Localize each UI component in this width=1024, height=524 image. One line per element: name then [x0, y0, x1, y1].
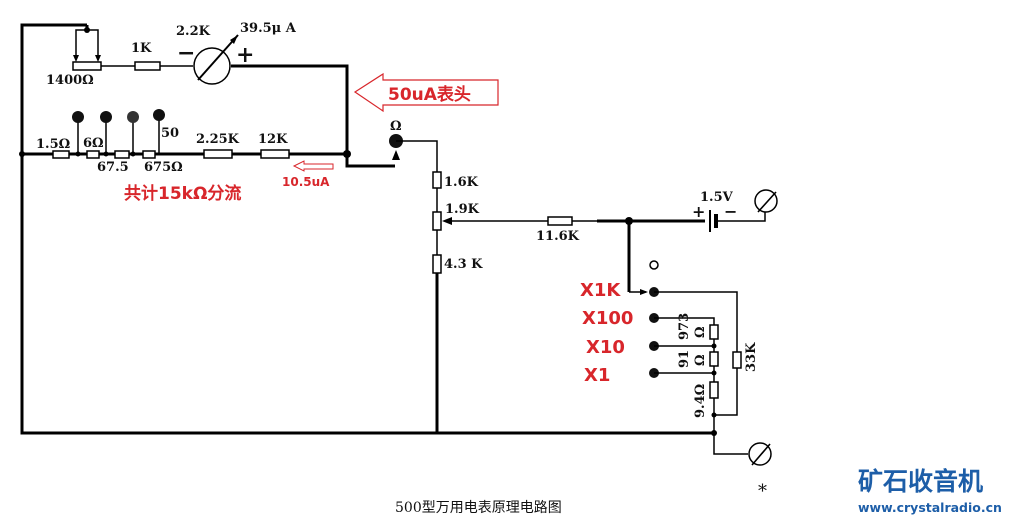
meter-icon — [193, 34, 239, 85]
label-91-omega: Ω — [693, 354, 708, 366]
label-67-5: 67.5 — [97, 160, 129, 175]
terminal-top-icon[interactable] — [754, 189, 778, 213]
watermark-url: www.crystalradio.cn — [858, 500, 1002, 515]
label-50: 50 — [161, 126, 179, 141]
label-11-6k: 11.6K — [536, 229, 580, 244]
label-2-2k: 2.2K — [176, 24, 211, 39]
label-batt-minus: − — [724, 202, 737, 221]
diagram-caption: 500型万用电表原理电路图 — [395, 500, 562, 516]
label-ohm-terminal: Ω — [390, 119, 402, 134]
wire-meter-plus — [231, 64, 395, 168]
label-meter-current: 39.5μ A — [240, 21, 297, 36]
label-1400: 1400Ω — [46, 73, 94, 88]
resistor-1k — [134, 61, 161, 71]
label-6: 6Ω — [83, 136, 104, 151]
label-meter-plus: + — [236, 42, 254, 68]
label-1-5: 1.5Ω — [36, 137, 70, 152]
range-label-x10: X10 — [586, 337, 625, 358]
meter-head-arrow — [353, 72, 499, 113]
battery-icon — [709, 210, 718, 232]
label-1-6k: 1.6K — [444, 175, 479, 190]
resistor-1-6k — [432, 171, 442, 189]
resistor-9-4 — [709, 381, 719, 399]
label-batt-plus: + — [692, 202, 705, 221]
resistor-1-9k — [432, 211, 442, 231]
resistor-91 — [709, 351, 719, 367]
current-arrow — [292, 160, 334, 172]
label-2-25k: 2.25K — [196, 132, 240, 147]
label-meter-minus: − — [177, 40, 195, 66]
resistor-11-6k — [547, 216, 573, 226]
label-4-3k: 4.3 K — [444, 257, 483, 272]
range-label-x1k: X1K — [580, 280, 621, 301]
label-battery: 1.5V — [700, 190, 734, 205]
resistor-4-3k — [432, 254, 442, 274]
label-1-9k: 1.9K — [445, 202, 480, 217]
range-label-x1: X1 — [584, 365, 610, 386]
wire-top-left — [20, 23, 437, 435]
shunt-resistors — [52, 149, 290, 159]
label-973: 973 — [677, 313, 692, 340]
resistor-33k — [732, 351, 742, 369]
annotation-meter-head: 50uA表头 — [388, 84, 471, 105]
terminal-bottom-icon[interactable] — [748, 442, 772, 466]
label-1k: 1K — [131, 41, 152, 56]
annotation-current: 10.5uA — [282, 175, 330, 189]
label-12k: 12K — [258, 132, 288, 147]
annotation-shunt-total: 共计15kΩ分流 — [124, 183, 241, 204]
label-91: 91 — [677, 350, 692, 368]
label-675: 675Ω — [144, 160, 183, 175]
resistor-973 — [709, 324, 719, 340]
potentiometer-1400 — [72, 27, 102, 71]
label-33k: 33K — [744, 342, 759, 372]
range-label-x100: X100 — [582, 308, 633, 329]
label-star: * — [758, 481, 767, 502]
shunt-taps — [72, 109, 165, 157]
label-973-omega: Ω — [693, 326, 708, 338]
watermark-title: 矿石收音机 — [858, 467, 983, 496]
label-9-4: 9.4Ω — [693, 384, 708, 418]
